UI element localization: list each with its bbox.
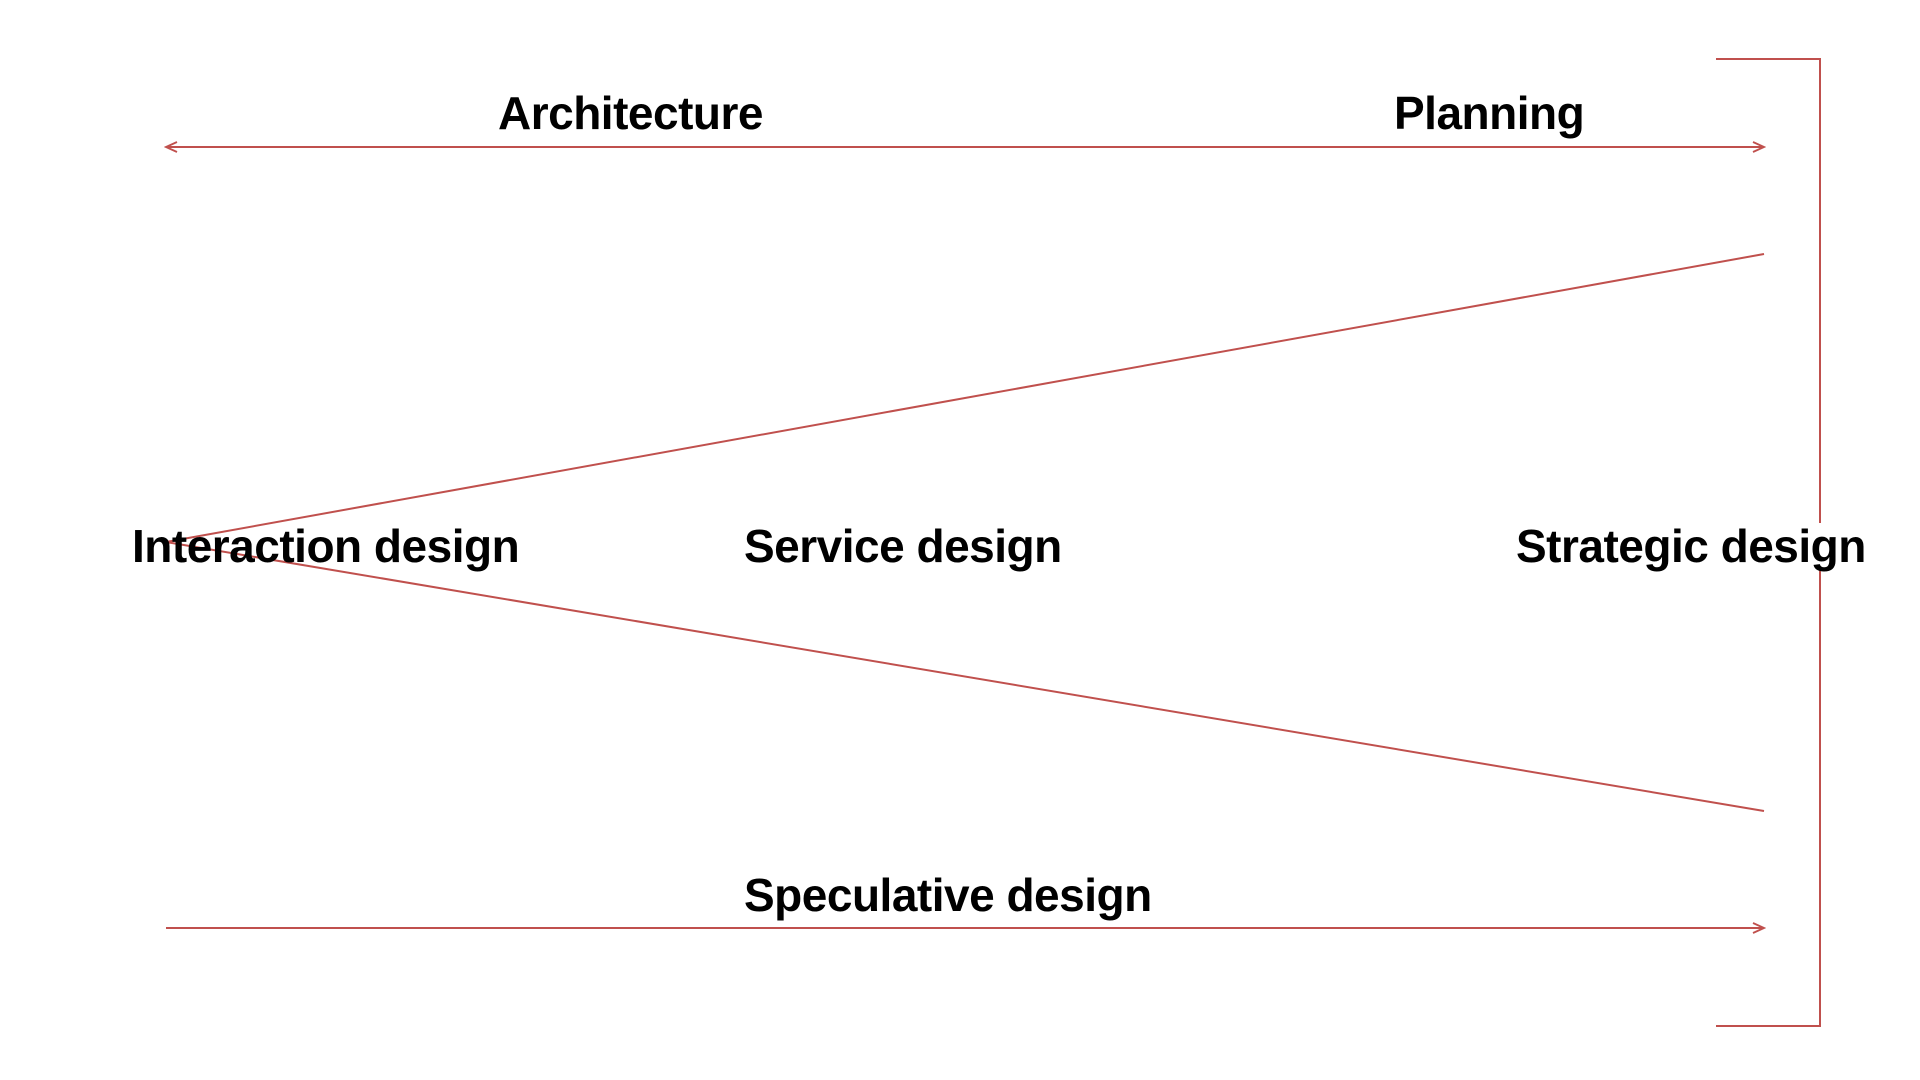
label-planning: Planning [1394,87,1585,139]
label-strategic-design: Strategic design [1514,520,1868,572]
label-service-design: Service design [744,520,1062,572]
label-interaction-design: Interaction design [132,520,520,572]
label-speculative-design: Speculative design [744,869,1152,921]
upper-funnel-line [165,253,1765,543]
label-architecture: Architecture [498,87,763,139]
lower-funnel-line [165,541,1765,812]
